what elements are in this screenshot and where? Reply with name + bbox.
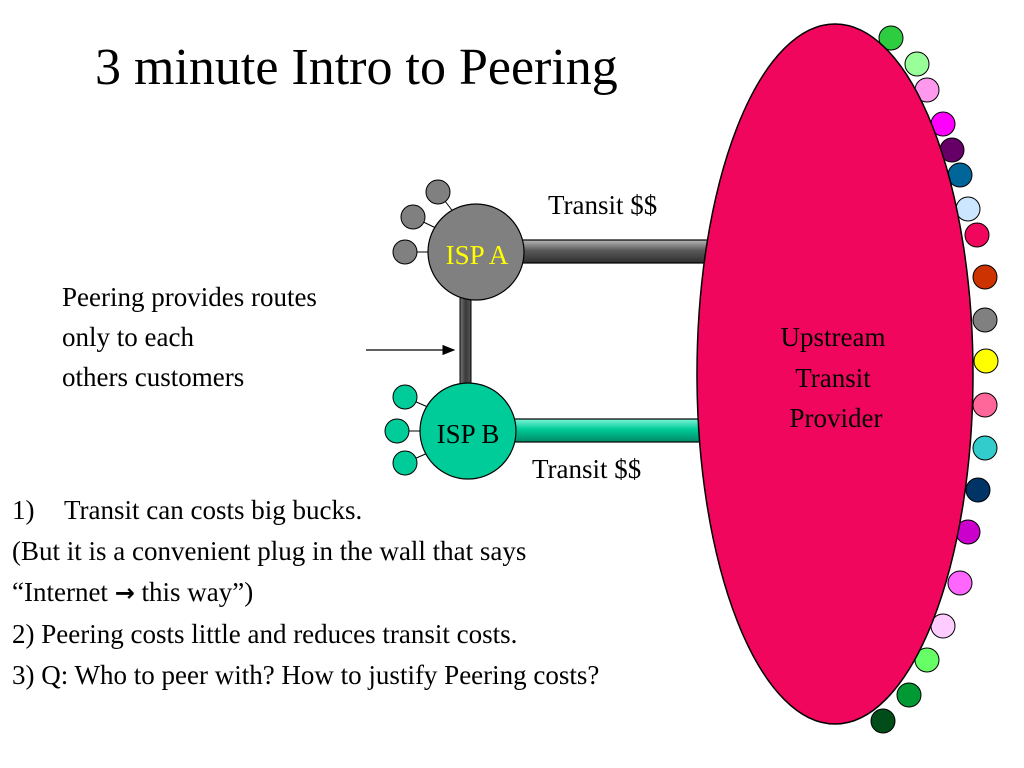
upstream-label-line-2: Transit [795, 363, 871, 393]
arrow-right-icon: → [114, 579, 135, 607]
isp-a-label: ISP A [446, 240, 509, 270]
point-1-sub-2: “Internet → this way”) [12, 572, 599, 614]
slide-title: 3 minute Intro to Peering [95, 39, 618, 96]
key-points: 1) Transit can costs big bucks. (But it i… [12, 490, 599, 696]
point-3: 3) Q: Who to peer with? How to justify P… [12, 660, 600, 690]
isp-a-node [427, 203, 525, 301]
provider-customer-node [896, 682, 922, 708]
provider-customer-node [973, 348, 999, 374]
transit-link-bottom [511, 418, 715, 443]
provider-customer-node [964, 222, 990, 248]
isp-a-customer-node [400, 204, 426, 230]
isp-a-customers [392, 179, 459, 265]
point-1-text: Transit can costs big bucks. [64, 495, 363, 525]
upstream-label-line-1: Upstream [781, 322, 886, 352]
isp-b-node [419, 382, 517, 480]
provider-customer-node [972, 392, 998, 418]
isp-a-customer-node [392, 239, 418, 265]
point-1-sub-2-post: this way”) [141, 577, 254, 607]
provider-customer-node [955, 196, 981, 222]
point-1-number: 1) [12, 495, 35, 525]
transit-label-top: Transit $$ [548, 190, 658, 220]
isp-a-customer-node [425, 179, 451, 205]
provider-customer-node [947, 162, 973, 188]
transit-link-top [519, 239, 717, 264]
provider-customers [870, 25, 999, 734]
upstream-label-line-3: Provider [790, 403, 883, 433]
isp-b-label: ISP B [437, 419, 500, 449]
point-1-sub-2-pre: “Internet [12, 577, 108, 607]
provider-customer-node [972, 307, 998, 333]
isp-b-customer-node [384, 418, 410, 444]
peering-link [459, 291, 472, 393]
isp-b-customers [384, 384, 431, 476]
isp-b-customer-node [392, 384, 418, 410]
point-2: 2) Peering costs little and reduces tran… [12, 619, 518, 649]
provider-customer-node [878, 25, 904, 51]
peering-note-line-3: others customers [62, 362, 245, 392]
peering-note: Peering provides routes only to each oth… [62, 277, 317, 397]
provider-customer-node [972, 435, 998, 461]
isp-b-customer-node [392, 450, 418, 476]
transit-label-bottom: Transit $$ [532, 454, 642, 484]
peering-note-line-2: only to each [62, 322, 194, 352]
provider-customer-node [972, 264, 998, 290]
peering-note-line-1: Peering provides routes [62, 282, 317, 312]
upstream-provider-ellipse [696, 23, 974, 725]
point-1-sub-1: (But it is a convenient plug in the wall… [12, 536, 527, 566]
provider-customer-node [904, 51, 930, 77]
point-1: 1) Transit can costs big bucks. [12, 490, 599, 531]
provider-customer-node [965, 477, 991, 503]
provider-customer-node [870, 708, 896, 734]
provider-customer-node [947, 570, 973, 596]
